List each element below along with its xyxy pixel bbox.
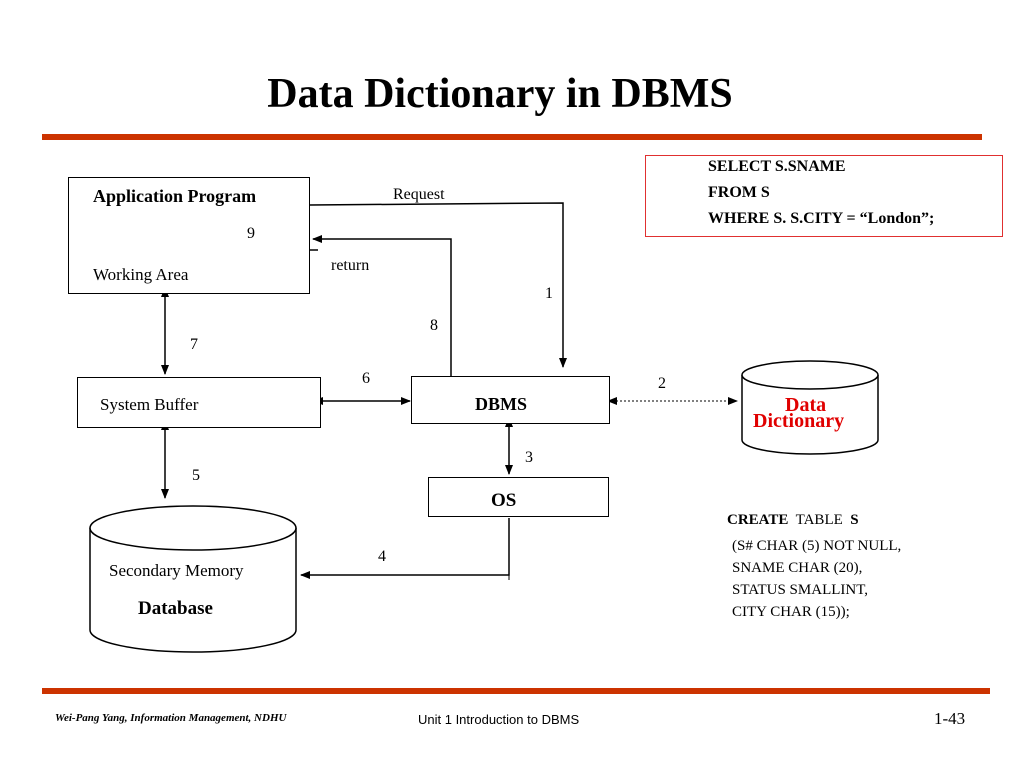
arrow-8-return	[312, 235, 452, 376]
footer-author: Wei-Pang Yang, Information Management, N…	[55, 712, 287, 724]
application-program-box	[68, 177, 310, 294]
step-4: 4	[378, 548, 386, 565]
page-title: Data Dictionary in DBMS	[267, 71, 733, 117]
database-cylinder	[89, 505, 297, 653]
data-dictionary-label-1: Data	[785, 394, 827, 416]
dbms-box	[411, 376, 610, 424]
step-7: 7	[190, 336, 198, 353]
system-buffer-box	[77, 377, 321, 428]
create-keyword: CREATE	[727, 512, 789, 528]
sql-select-line: SELECT S.SNAME	[708, 158, 846, 175]
sql-from-line: FROM S	[708, 184, 770, 201]
application-program-label: Application Program	[93, 186, 257, 206]
bottom-divider	[42, 688, 990, 694]
step-8: 8	[430, 317, 438, 334]
working-area-label: Working Area	[93, 265, 189, 284]
step-1: 1	[545, 285, 553, 302]
create-line-1: (S# CHAR (5) NOT NULL,	[732, 538, 902, 554]
create-statement-heading: CREATE TABLE S	[727, 512, 859, 529]
system-buffer-label: System Buffer	[100, 395, 199, 414]
data-dictionary-cylinder	[741, 360, 879, 455]
request-label: Request	[393, 186, 445, 203]
arrow-1-request	[309, 202, 567, 368]
database-label: Database	[138, 598, 213, 619]
create-line-3: STATUS SMALLINT,	[732, 582, 869, 598]
create-table-word: TABLE	[795, 512, 843, 528]
secondary-memory-label: Secondary Memory	[109, 561, 244, 580]
dbms-label: DBMS	[475, 394, 528, 414]
os-label: OS	[491, 490, 517, 511]
return-label: return	[331, 257, 370, 274]
step-3: 3	[525, 449, 533, 466]
data-dictionary-label-2: Dictionary	[753, 410, 845, 432]
step-5: 5	[192, 467, 200, 484]
create-line-2: SNAME CHAR (20),	[732, 560, 863, 576]
arrow-4	[300, 518, 510, 579]
create-line-4: CITY CHAR (15));	[732, 604, 850, 620]
create-table-name: S	[850, 512, 859, 528]
footer-page-number: 1-43	[934, 709, 966, 728]
sql-where-line: WHERE S. S.CITY = “London”;	[708, 210, 935, 227]
footer-unit: Unit 1 Introduction to DBMS	[418, 712, 580, 727]
step-6: 6	[362, 370, 370, 387]
step-9: 9	[247, 225, 255, 242]
sql-query-box: SELECT S.SNAME FROM S WHERE S. S.CITY = …	[645, 155, 1003, 237]
top-divider	[42, 134, 982, 140]
os-box	[428, 477, 609, 517]
step-2: 2	[658, 375, 666, 392]
